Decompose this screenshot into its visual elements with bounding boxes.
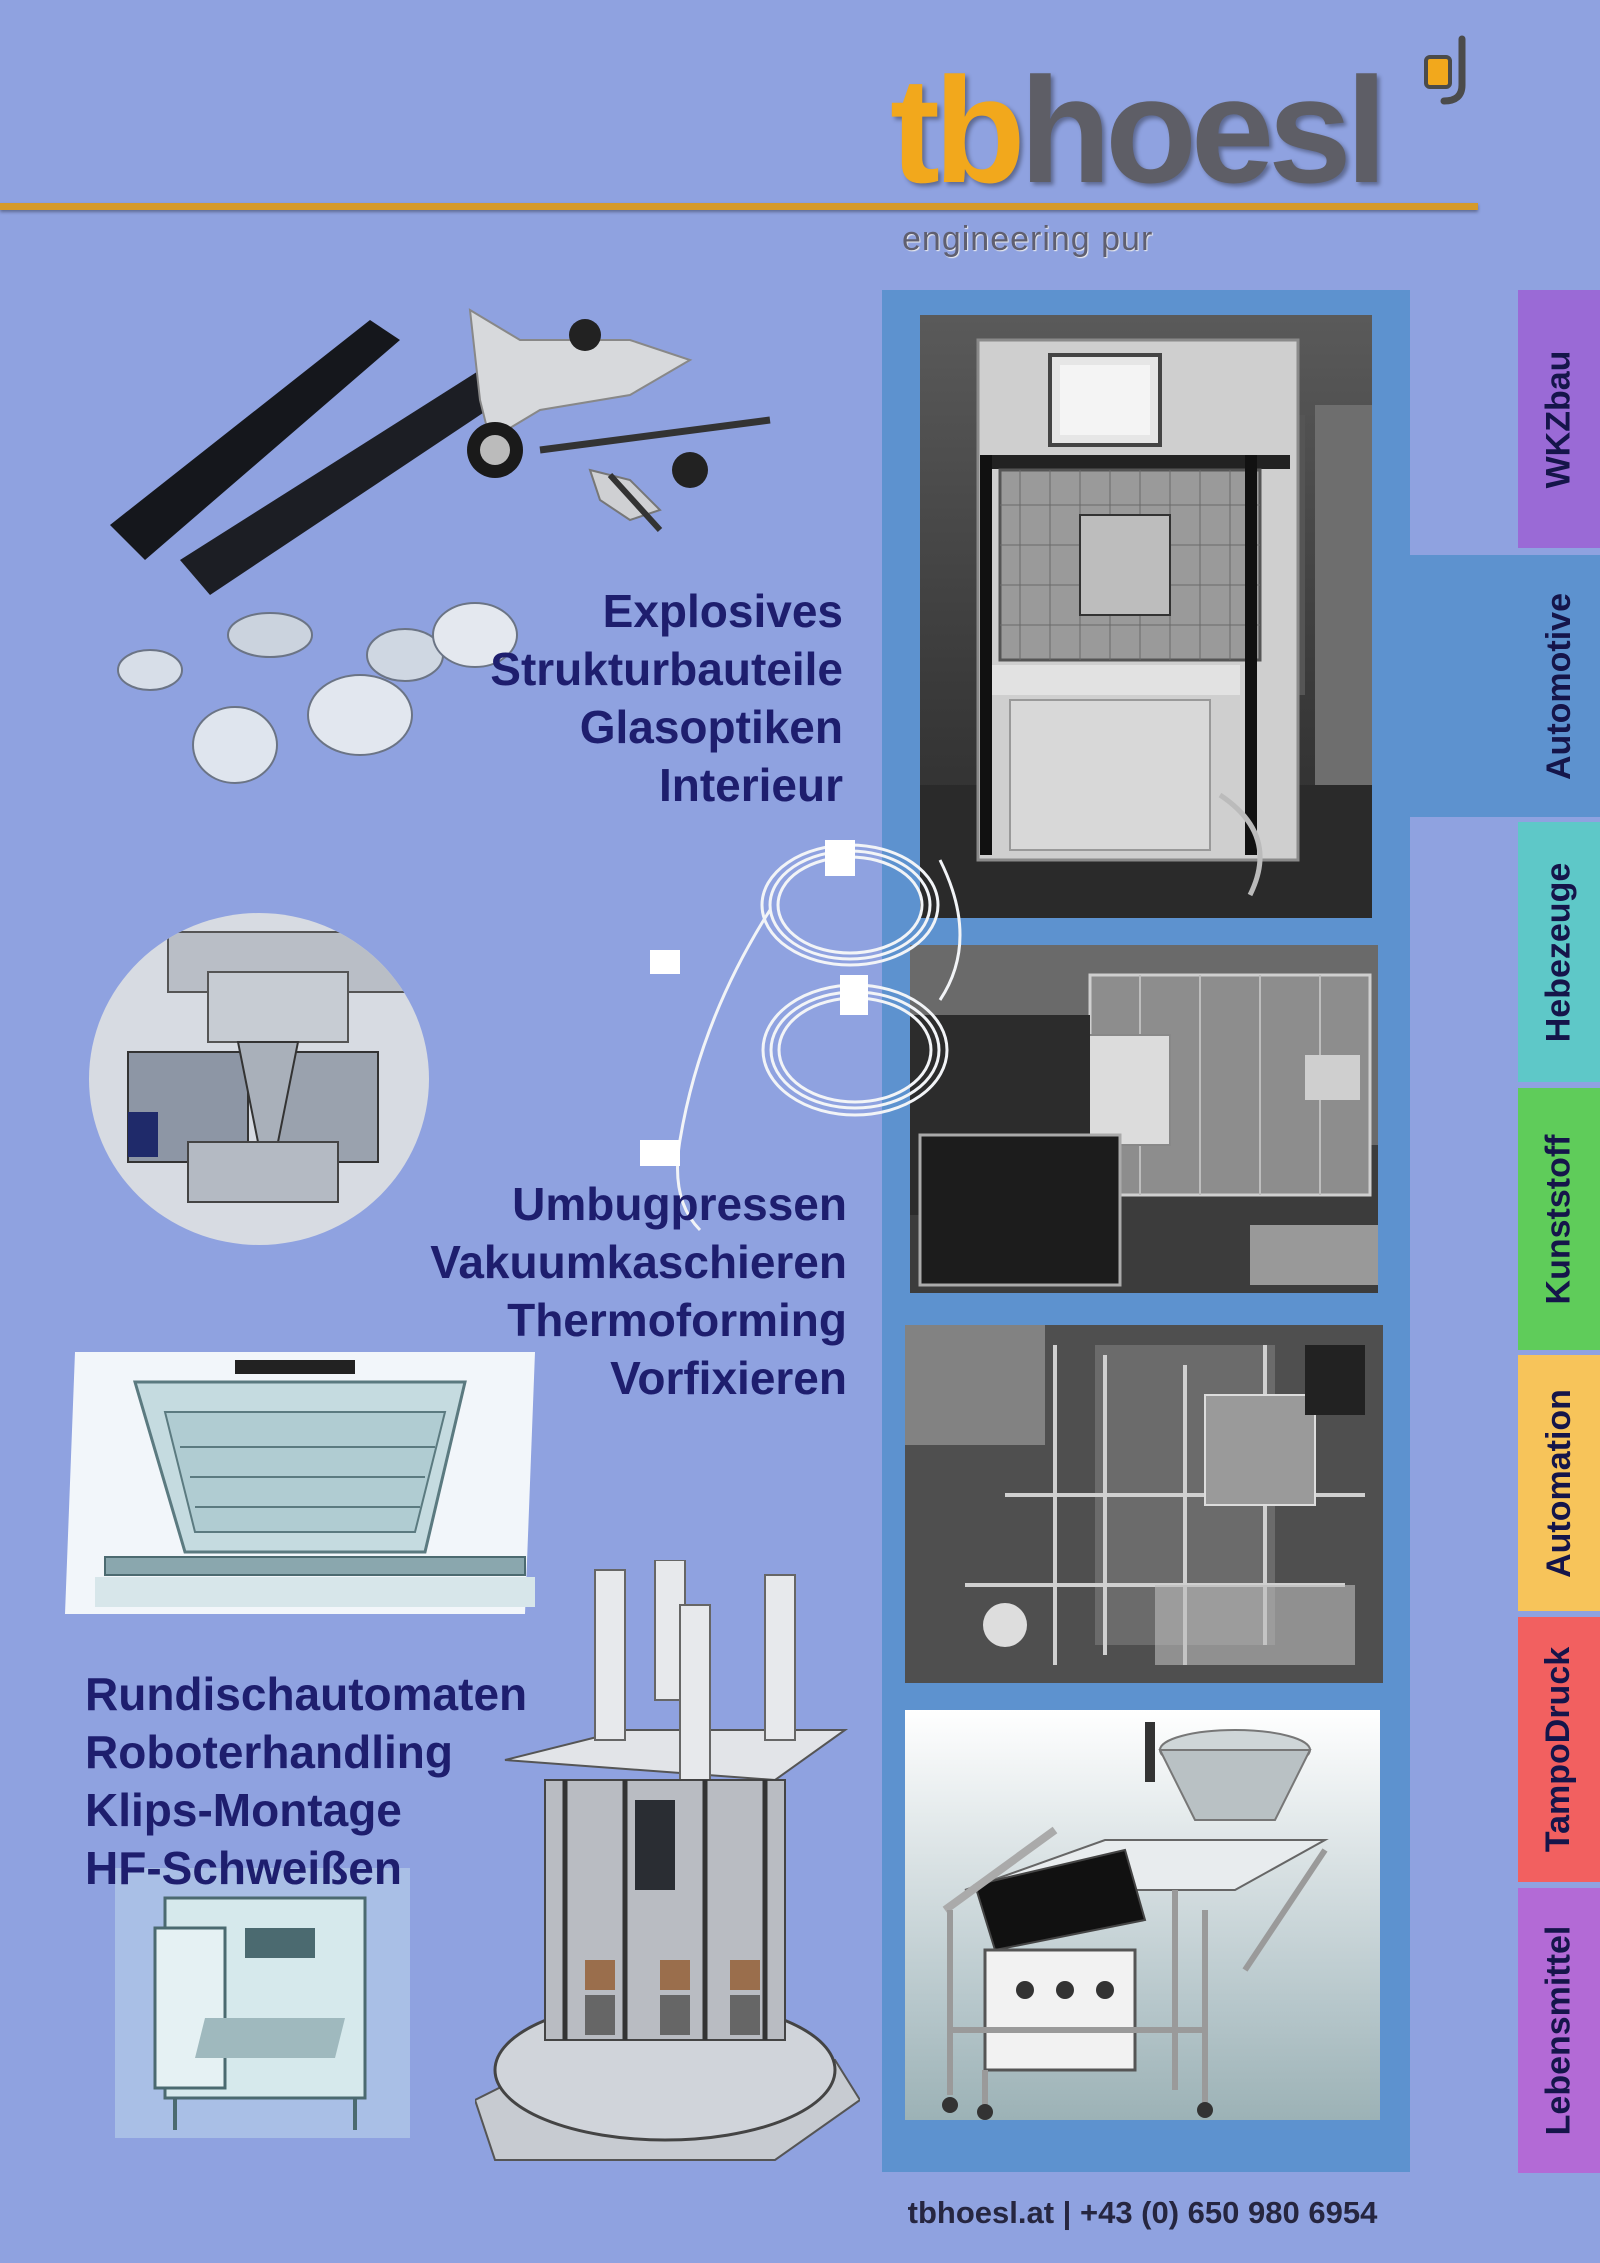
tab-lebensmittel[interactable]: Lebensmittel (1518, 1888, 1600, 2173)
service-item: Thermoforming (507, 1294, 847, 1346)
tab-label: WKZbau (1539, 350, 1578, 488)
logo-hoesl: hoesl (1019, 46, 1388, 214)
logo-wordmark: tbhoesl (890, 55, 1387, 205)
tab-label: Kunststoff (1539, 1134, 1578, 1304)
logo-tb: tb (890, 46, 1026, 214)
rotary-table-illustration (475, 1560, 860, 2165)
company-logo: tbhoesl (890, 35, 1490, 205)
service-item: Umbugpressen (512, 1178, 847, 1230)
service-item: Vorfixieren (610, 1352, 847, 1404)
tab-automation[interactable]: Automation (1518, 1355, 1600, 1611)
tab-label: TampoDruck (1539, 1646, 1578, 1853)
tab-automotive[interactable]: Automotive (1518, 555, 1600, 817)
kunststoff-services-list: Umbugpressen Vakuumkaschieren Thermoform… (430, 1175, 847, 1407)
service-item: Klips-Montage (85, 1784, 402, 1836)
service-item: Strukturbauteile (490, 643, 843, 695)
service-item: Vakuumkaschieren (430, 1236, 847, 1288)
service-item: Rundischautomaten (85, 1668, 528, 1720)
tab-label: Lebensmittel (1539, 1925, 1578, 2136)
logo-mark-icon (1424, 35, 1466, 105)
thermoforming-illustration (65, 1352, 535, 1614)
header-rule (0, 203, 1478, 210)
service-item: Explosives (602, 585, 843, 637)
tab-label: Automotive (1539, 592, 1578, 780)
tab-label: Hebezeuge (1539, 862, 1578, 1042)
service-item: Glasoptiken (579, 701, 843, 753)
cad-render-photo (905, 1710, 1380, 2120)
cable-coil-illustration (640, 820, 970, 1240)
machine-photo-2 (910, 945, 1378, 1293)
cad-detail-illustration (88, 912, 430, 1247)
hf-welding-illustration (115, 1868, 410, 2138)
machine-photo-1 (920, 315, 1372, 918)
tab-label: Automation (1539, 1388, 1578, 1578)
tab-kunststoff[interactable]: Kunststoff (1518, 1088, 1600, 1350)
tagline: engineering pur (902, 220, 1154, 258)
tab-wkzbau[interactable]: WKZbau (1518, 290, 1600, 548)
automotive-parts-illustration (70, 300, 870, 800)
service-item: Interieur (658, 759, 843, 811)
automation-services-list: Rundischautomaten Roboterhandling Klips-… (85, 1665, 527, 1897)
machine-photo-3 (905, 1325, 1383, 1683)
contact-footer[interactable]: tbhoesl.at | +43 (0) 650 980 6954 (907, 2195, 1378, 2230)
tab-tampodruck[interactable]: TampoDruck (1518, 1617, 1600, 1882)
tab-hebezeuge[interactable]: Hebezeuge (1518, 822, 1600, 1082)
automotive-services-list: Explosives Strukturbauteile Glasoptiken … (490, 582, 843, 814)
service-item: Roboterhandling (85, 1726, 453, 1778)
service-item: HF-Schweißen (85, 1842, 402, 1894)
